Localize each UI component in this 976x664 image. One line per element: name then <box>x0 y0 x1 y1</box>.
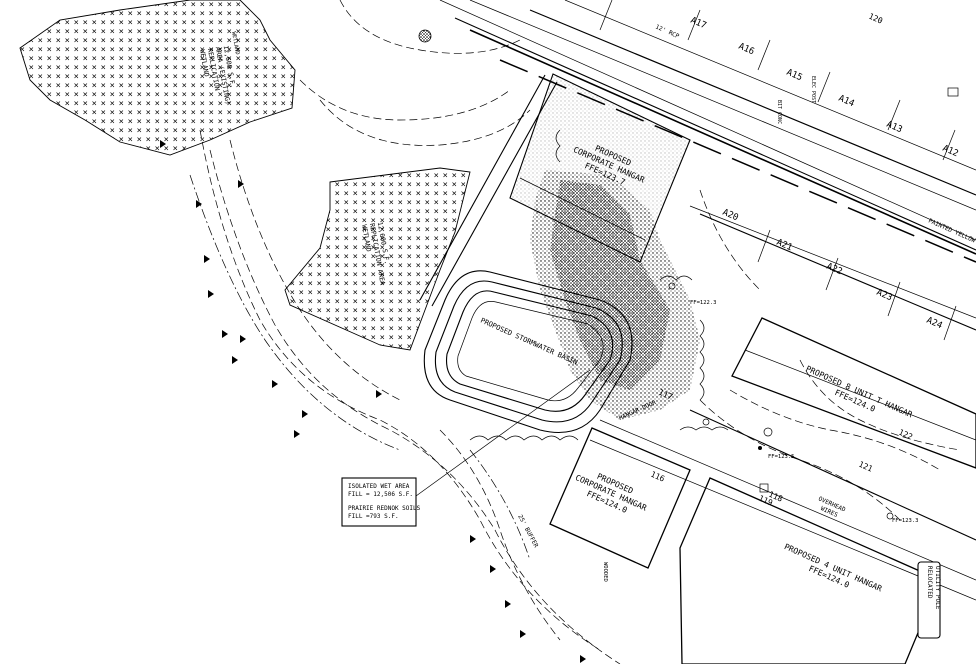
spot-elevation-labels: FF=122.3FF=123.5FF=123.3 <box>690 300 919 524</box>
taxiway <box>439 0 976 331</box>
tie-down-spot-a17: A17 <box>689 16 708 32</box>
contour-label-116: 116 <box>649 470 666 484</box>
bit-conc-label: BIT CONC <box>776 100 782 124</box>
fill-note-line2: FILL = 12,506 S.F. <box>348 491 413 498</box>
tie-down-spot-a21: A21 <box>775 238 794 254</box>
contour-label-121: 121 <box>857 460 874 474</box>
rcp-label: 12' RCP <box>654 23 680 40</box>
buffer-label: 25' BUFFER <box>516 514 539 550</box>
survey-points <box>418 29 959 520</box>
tie-down-spot-a13: A13 <box>885 120 904 136</box>
tie-down-spot-a22: A22 <box>825 262 844 278</box>
utility-pole-line2: UTILITY POLE <box>934 566 941 610</box>
fill-note-line1: ISOLATED WET AREA <box>348 483 410 490</box>
fill-note-line3: PRAIRIE REDNOK SOILS <box>348 505 421 512</box>
tie-down-spot-a12: A12 <box>941 144 960 160</box>
tie-down-spot-a16: A16 <box>737 42 756 58</box>
unit4-hangar <box>679 477 941 664</box>
lower-hangar-label: PROPOSED CORPORATE HANGAR FFE=124.0 <box>574 472 648 515</box>
utility-pole-callout: RELOCATED UTILITY POLE <box>917 561 941 639</box>
utility-pole-line1: RELOCATED <box>926 566 933 599</box>
overhead-wires-label: OVERHEAD WIRES <box>817 495 847 519</box>
stormwater-basin <box>423 270 633 434</box>
fill-note-line4: FILL =793 S.F. <box>348 513 399 520</box>
wetland-flags <box>160 140 586 663</box>
wooded-label: WOODED <box>602 562 608 582</box>
tie-down-spot-a23: A23 <box>875 288 894 304</box>
tie-down-spot-a15: A15 <box>785 68 804 84</box>
unit4-line1: PROPOSED 4 UNIT HANGAR <box>783 542 884 593</box>
tie-down-spot-a20: A20 <box>721 208 740 224</box>
unit8-line1: PROPOSED 8 UNIT T HANGAR <box>804 364 913 419</box>
contour-lines <box>189 0 961 664</box>
elec-post-label: ELEC POST <box>810 76 816 103</box>
unit8-t-hangar <box>731 317 976 469</box>
spot-elevation-1: FF=123.5 <box>768 454 795 460</box>
spot-elevation-2: FF=123.3 <box>892 518 919 524</box>
unit8-hangar-label: PROPOSED 8 UNIT T HANGAR FFE=124.0 <box>804 364 913 419</box>
access-drive <box>419 74 976 601</box>
tie-down-spot-a14: A14 <box>837 94 856 110</box>
contour-label-120: 120 <box>867 12 884 26</box>
tie-down-dividers-lower <box>757 229 957 341</box>
wetland-mitigation-area <box>19 0 296 156</box>
lower-corporate-hangar <box>549 427 691 569</box>
spot-elevation-0: FF=122.3 <box>690 300 717 306</box>
tie-down-spot-a24: A24 <box>925 316 944 332</box>
unit4-hangar-label: PROPOSED 4 UNIT HANGAR FFE=124.0 <box>783 542 884 593</box>
tie-down-dividers-upper <box>599 0 956 161</box>
tree-line <box>469 129 729 441</box>
wetland-tag: WETLAND <box>230 31 240 55</box>
fill-note-leader <box>415 369 591 497</box>
wetland-replication-area <box>284 167 471 351</box>
fill-note-box: ISOLATED WET AREA FILL = 12,506 S.F. PRA… <box>341 477 421 527</box>
